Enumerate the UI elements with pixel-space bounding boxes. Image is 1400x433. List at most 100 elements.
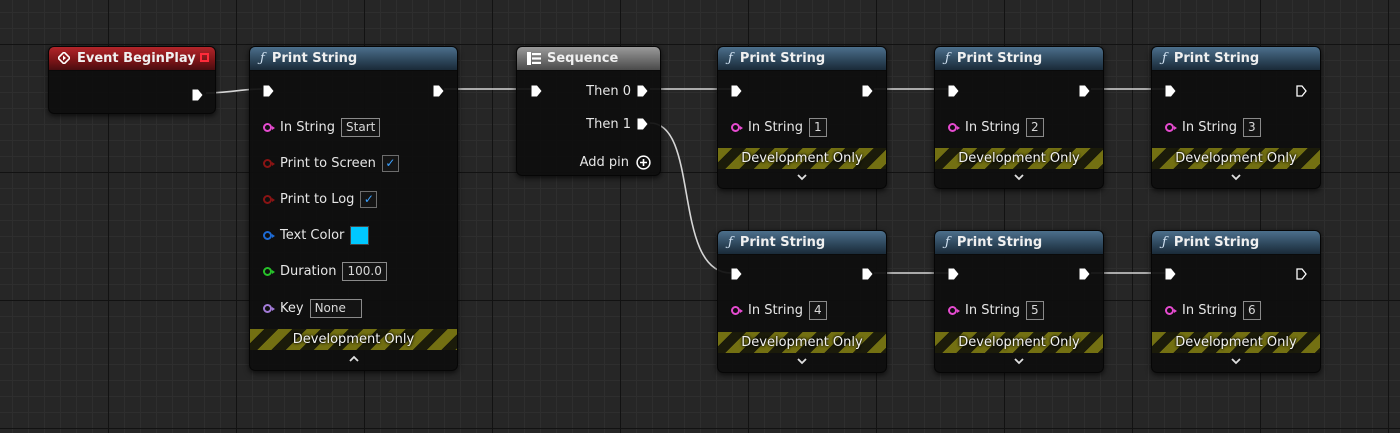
print-string-title: Print String: [271, 51, 358, 66]
expand-chevron-down-icon[interactable]: [718, 171, 886, 185]
duration-input[interactable]: 100.0: [342, 261, 387, 281]
in-string-input[interactable]: 3: [1243, 117, 1261, 137]
in-string-input[interactable]: 6: [1243, 300, 1261, 320]
sequence-header[interactable]: Sequence: [517, 47, 660, 71]
development-only-banner: Development Only: [935, 332, 1103, 353]
in-string-label: In String: [1182, 119, 1238, 135]
print-string-title: Print String: [1173, 235, 1260, 250]
string-pin-icon[interactable]: [948, 122, 960, 132]
print-string-header[interactable]: ƒ Print String: [250, 47, 457, 71]
exec-in-pin-icon[interactable]: [531, 85, 542, 97]
key-input[interactable]: None: [309, 298, 362, 318]
exec-in-pin-icon[interactable]: [948, 268, 959, 280]
add-pin-button[interactable]: Add pin: [580, 152, 651, 172]
sequence-title: Sequence: [547, 51, 619, 66]
exec-in-pin-icon[interactable]: [948, 85, 959, 97]
exec-out-pin-unconnected-icon[interactable]: [1296, 85, 1307, 97]
in-string-input[interactable]: 5: [1026, 300, 1044, 320]
then0-label: Then 0: [586, 83, 631, 99]
print-string-node-5[interactable]: ƒ Print String In String 5 Development On…: [934, 230, 1104, 373]
print-string-title: Print String: [956, 235, 1043, 250]
exec-out-pin-unconnected-icon[interactable]: [1296, 268, 1307, 280]
in-string-input[interactable]: 2: [1026, 117, 1044, 137]
development-only-banner: Development Only: [1152, 148, 1320, 169]
bool-pin-icon[interactable]: [263, 158, 275, 168]
in-string-label: In String: [965, 302, 1021, 318]
exec-out-pin-icon[interactable]: [862, 85, 873, 97]
exec-in-pin-icon[interactable]: [1165, 85, 1176, 97]
duration-label: Duration: [280, 263, 337, 279]
in-string-label: In String: [965, 119, 1021, 135]
print-string-header[interactable]: ƒ Print String: [935, 231, 1103, 255]
expand-chevron-down-icon[interactable]: [1152, 171, 1320, 185]
exec-out-pin-icon[interactable]: [862, 268, 873, 280]
print-string-title: Print String: [739, 51, 826, 66]
plus-circle-icon: [636, 154, 651, 170]
development-only-banner: Development Only: [718, 332, 886, 353]
function-icon: ƒ: [260, 51, 265, 66]
event-diamond-icon: [58, 52, 70, 64]
expand-chevron-down-icon[interactable]: [935, 355, 1103, 369]
function-icon: ƒ: [1162, 51, 1167, 66]
exec-out-pin-icon[interactable]: [1079, 268, 1090, 280]
function-icon: ƒ: [728, 235, 733, 250]
print-string-node-main[interactable]: ƒ Print String In String Start Print to S…: [249, 46, 458, 371]
in-string-input[interactable]: 4: [809, 300, 827, 320]
expand-chevron-down-icon[interactable]: [718, 355, 886, 369]
exec-in-pin-icon[interactable]: [731, 268, 742, 280]
add-pin-label: Add pin: [579, 154, 629, 170]
float-pin-icon[interactable]: [263, 266, 275, 276]
print-to-screen-checkbox[interactable]: ✓: [381, 154, 399, 172]
function-icon: ƒ: [728, 51, 733, 66]
exec-out-pin-icon[interactable]: [433, 85, 444, 97]
exec-out-pin-icon[interactable]: [637, 118, 648, 130]
print-to-log-label: Print to Log: [280, 191, 355, 207]
sequence-node[interactable]: Sequence Then 0 Then 1 Add pin: [516, 46, 661, 176]
string-pin-icon[interactable]: [1165, 122, 1177, 132]
then1-label: Then 1: [586, 116, 631, 132]
in-string-input[interactable]: Start: [341, 117, 381, 137]
in-string-input[interactable]: 1: [809, 117, 827, 137]
exec-in-pin-icon[interactable]: [1165, 268, 1176, 280]
function-icon: ƒ: [945, 235, 950, 250]
wire-then1-to-print4: [649, 122, 732, 274]
print-to-log-checkbox[interactable]: ✓: [360, 190, 378, 208]
expand-chevron-down-icon[interactable]: [935, 171, 1103, 185]
string-pin-icon[interactable]: [948, 305, 960, 315]
name-pin-icon[interactable]: [263, 303, 275, 313]
expand-chevron-down-icon[interactable]: [1152, 355, 1320, 369]
event-beginplay-title: Event BeginPlay: [77, 51, 196, 66]
text-color-label: Text Color: [280, 227, 345, 243]
in-string-label: In String: [1182, 302, 1238, 318]
exec-in-pin-icon[interactable]: [263, 85, 274, 97]
event-beginplay-header[interactable]: Event BeginPlay: [49, 47, 215, 71]
key-label: Key: [280, 300, 304, 316]
exec-out-pin-icon[interactable]: [1079, 85, 1090, 97]
bool-pin-icon[interactable]: [263, 194, 275, 204]
exec-out-pin-icon[interactable]: [637, 85, 648, 97]
print-string-header[interactable]: ƒ Print String: [718, 47, 886, 71]
string-pin-icon[interactable]: [1165, 305, 1177, 315]
exec-out-pin-icon[interactable]: [192, 89, 203, 101]
struct-pin-icon[interactable]: [263, 230, 275, 240]
delegate-output-icon[interactable]: [200, 53, 209, 62]
print-to-screen-label: Print to Screen: [280, 155, 376, 171]
string-pin-icon[interactable]: [731, 122, 743, 132]
string-pin-icon[interactable]: [263, 122, 275, 132]
in-string-label: In String: [280, 119, 336, 135]
exec-in-pin-icon[interactable]: [731, 85, 742, 97]
event-beginplay-node[interactable]: Event BeginPlay: [48, 46, 216, 114]
text-color-swatch[interactable]: [350, 225, 370, 245]
in-string-label: In String: [748, 302, 804, 318]
string-pin-icon[interactable]: [731, 305, 743, 315]
collapse-chevron-up-icon[interactable]: [250, 353, 457, 367]
